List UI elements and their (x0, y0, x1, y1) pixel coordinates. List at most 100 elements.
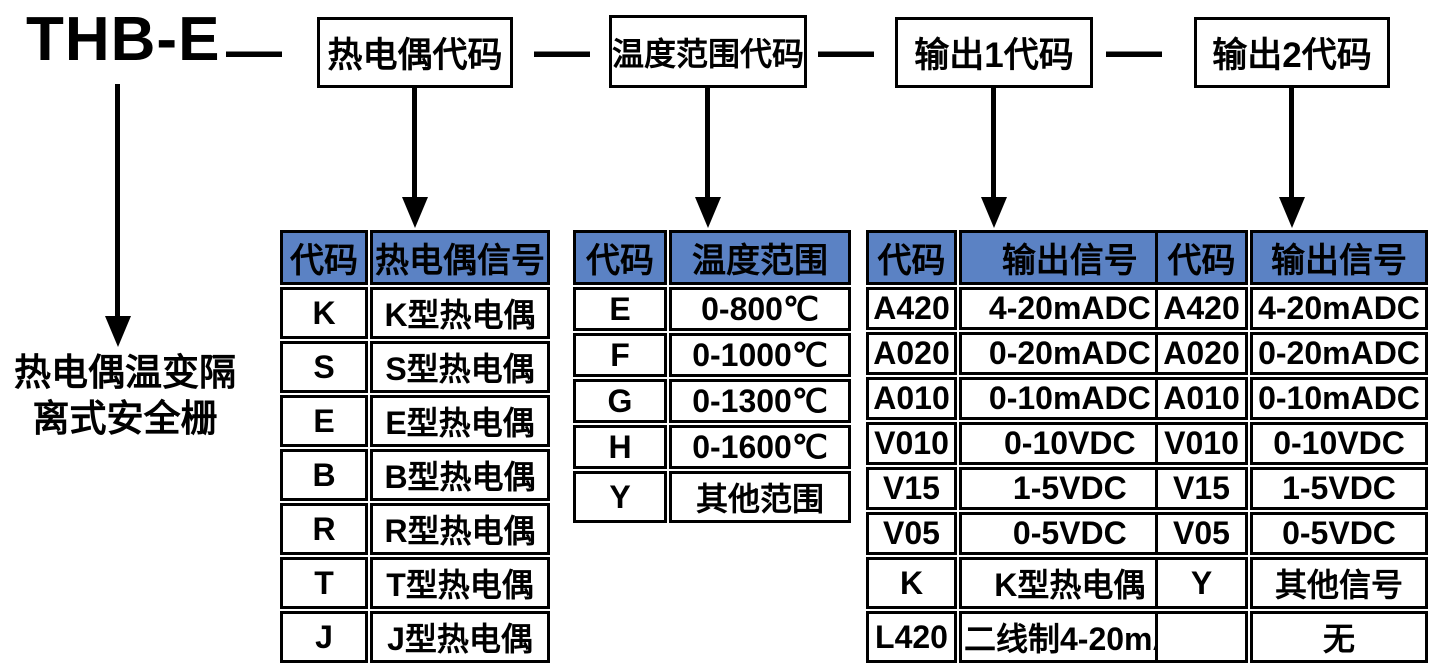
header-row: 代码热电偶信号 (280, 230, 550, 285)
code-cell: Y (1155, 557, 1248, 609)
value-cell: 0-1000℃ (669, 333, 851, 377)
code-cell: V15 (1155, 467, 1248, 510)
header-row: 代码输出信号 (866, 230, 1181, 285)
code-cell: E (280, 395, 368, 447)
value-cell: E型热电偶 (370, 395, 550, 447)
segment-box-thermocouple-code: 热电偶代码 (317, 17, 513, 88)
separator-dash: — (1106, 18, 1162, 81)
value-cell: 0-1600℃ (669, 425, 851, 469)
separator-dash: — (818, 18, 874, 81)
segment-box-temp-range-code: 温度范围代码 (609, 15, 807, 88)
code-cell: K (280, 287, 368, 339)
code-cell: V010 (866, 422, 957, 465)
code-cell: S (280, 341, 368, 393)
value-cell: B型热电偶 (370, 449, 550, 501)
column-header: 代码 (573, 230, 667, 285)
value-cell: 0-1300℃ (669, 379, 851, 423)
arrow-line (1289, 87, 1294, 198)
code-cell: K (866, 557, 957, 609)
value-cell: 0-10VDC (1250, 422, 1428, 465)
column-header: 输出信号 (1250, 230, 1428, 285)
arrow-line (991, 87, 996, 198)
arrow-head-icon (105, 316, 131, 347)
segment-box-output1-code: 输出1代码 (895, 17, 1093, 88)
table-row: 无 (1155, 611, 1428, 663)
code-cell: V010 (1155, 422, 1248, 465)
code-cell: L420 (866, 611, 957, 663)
product-description-line2: 离式安全栅 (32, 398, 218, 439)
column-header: 热电偶信号 (370, 230, 550, 285)
value-cell: K型热电偶 (959, 557, 1181, 609)
value-cell: 0-20mADC (959, 332, 1181, 375)
model-prefix: THB-E (26, 5, 221, 74)
value-cell: 其他范围 (669, 471, 851, 523)
code-cell: A020 (1155, 332, 1248, 375)
arrow-line (115, 84, 120, 317)
value-cell: 0-20mADC (1250, 332, 1428, 375)
value-cell: 0-800℃ (669, 287, 851, 331)
code-cell: A010 (866, 377, 957, 420)
code-cell: F (573, 333, 667, 377)
arrow-line (412, 87, 417, 198)
value-cell: K型热电偶 (370, 287, 550, 339)
header-row: 代码输出信号 (1155, 230, 1428, 285)
value-cell: 1-5VDC (959, 467, 1181, 510)
value-cell: T型热电偶 (370, 557, 550, 609)
code-cell: E (573, 287, 667, 331)
value-cell: 1-5VDC (1250, 467, 1428, 510)
product-description-line1: 热电偶温变隔 (14, 352, 236, 393)
segment-label: 输出1代码 (914, 36, 1074, 75)
value-cell: 0-10mADC (1250, 377, 1428, 420)
value-cell: J型热电偶 (370, 611, 550, 663)
code-cell: A420 (1155, 287, 1248, 330)
code-cell: J (280, 611, 368, 663)
segment-label: 温度范围代码 (612, 35, 805, 72)
value-cell: 0-10VDC (959, 422, 1181, 465)
arrow-head-icon (695, 197, 721, 228)
value-cell: 二线制4-20mA (959, 611, 1181, 663)
value-cell: S型热电偶 (370, 341, 550, 393)
column-header: 输出信号 (959, 230, 1181, 285)
segment-label: 输出2代码 (1212, 36, 1372, 75)
value-cell: R型热电偶 (370, 503, 550, 555)
separator-dash: — (226, 18, 282, 81)
code-cell: B (280, 449, 368, 501)
value-cell: 无 (1250, 611, 1428, 663)
arrow-line (705, 87, 710, 198)
arrow-head-icon (981, 197, 1007, 228)
code-cell: A420 (866, 287, 957, 330)
code-cell: V15 (866, 467, 957, 510)
value-cell: 0-5VDC (1250, 512, 1428, 555)
arrow-head-icon (402, 197, 428, 228)
value-cell: 0-10mADC (959, 377, 1181, 420)
value-cell: 0-5VDC (959, 512, 1181, 555)
header-row: 代码温度范围 (573, 230, 851, 285)
column-header: 温度范围 (669, 230, 851, 285)
arrow-head-icon (1279, 197, 1305, 228)
column-header: 代码 (1155, 230, 1248, 285)
segment-box-output2-code: 输出2代码 (1194, 17, 1390, 88)
